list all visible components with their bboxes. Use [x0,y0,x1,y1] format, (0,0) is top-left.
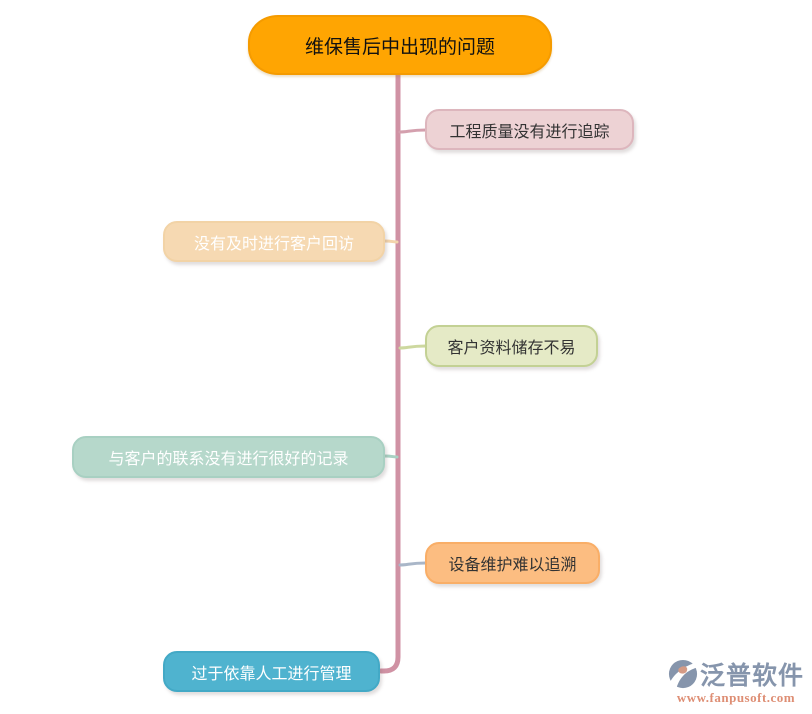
topic-label: 客户资料储存不易 [447,340,576,357]
topic-label: 过于依靠人工进行管理 [191,665,352,683]
root-topic: 维保售后中出现的问题 [248,15,552,75]
topic-equipment-maintenance-trace: 设备维护难以追溯 [425,542,600,584]
topic-no-timely-followup: 没有及时进行客户回访 [163,221,385,262]
spine-line [378,71,401,674]
connector-line-right-1 [398,128,428,134]
topic-label: 工程质量没有进行追踪 [449,123,610,141]
watermark-brand-row: 泛普软件 [668,656,804,692]
watermark-url: www.fanpusoft.com [676,690,796,705]
root-topic-label: 维保售后中出现的问题 [304,36,495,58]
topic-label: 与客户的联系没有进行很好的记录 [108,451,349,468]
topic-contact-not-recorded: 与客户的联系没有进行很好的记录 [72,436,385,478]
topic-manual-management: 过于依靠人工进行管理 [163,651,380,692]
connector-line-left-2 [382,454,399,459]
connector-line-left-1 [382,239,399,244]
connector-line-right-3 [398,561,428,567]
connector-line-right-2 [398,344,428,350]
topic-customer-data-storage: 客户资料储存不易 [425,325,598,367]
watermark-brand-text: 泛普软件 [699,662,804,690]
topic-label: 设备维护难以追溯 [448,557,577,574]
fanpu-logo-icon [668,659,698,689]
watermark: 泛普软件 www.fanpusoft.com [668,656,804,706]
topic-quality-not-tracked: 工程质量没有进行追踪 [425,109,634,150]
topic-label: 没有及时进行客户回访 [193,235,354,253]
